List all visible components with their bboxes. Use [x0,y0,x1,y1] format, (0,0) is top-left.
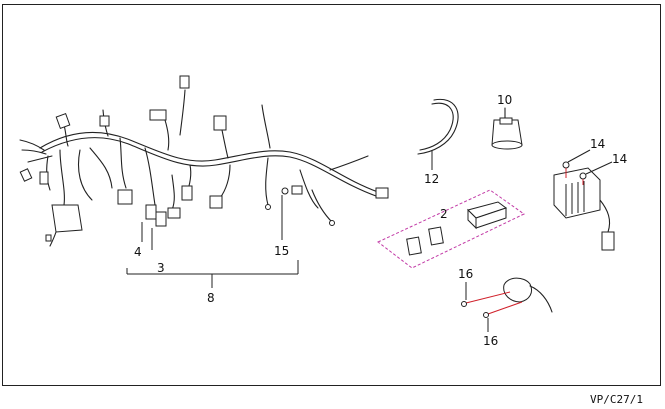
callout-16a: 16 [458,267,473,281]
diagram-frame [2,4,661,386]
callout-14b: 14 [612,152,627,166]
callout-10: 10 [497,93,512,107]
harness-leaders [126,195,299,288]
fuse-group [377,189,525,269]
callout-15: 15 [274,244,289,258]
callout-8: 8 [207,291,215,305]
callout-12: 12 [424,172,439,186]
relay [491,107,523,150]
callout-14a: 14 [590,137,605,151]
callout-4: 4 [134,245,142,259]
sensor-and-screws [461,277,553,332]
regulator-rectifier [553,149,615,251]
clamp-band [417,98,459,170]
reference-code: VP/C27/1 [590,393,643,406]
wiring-harness [19,75,389,247]
callout-16b: 16 [483,334,498,348]
callout-labels: 2 3 4 8 10 12 14 14 15 16 16 [134,93,627,348]
callout-3: 3 [157,261,165,275]
callout-2: 2 [440,207,448,221]
